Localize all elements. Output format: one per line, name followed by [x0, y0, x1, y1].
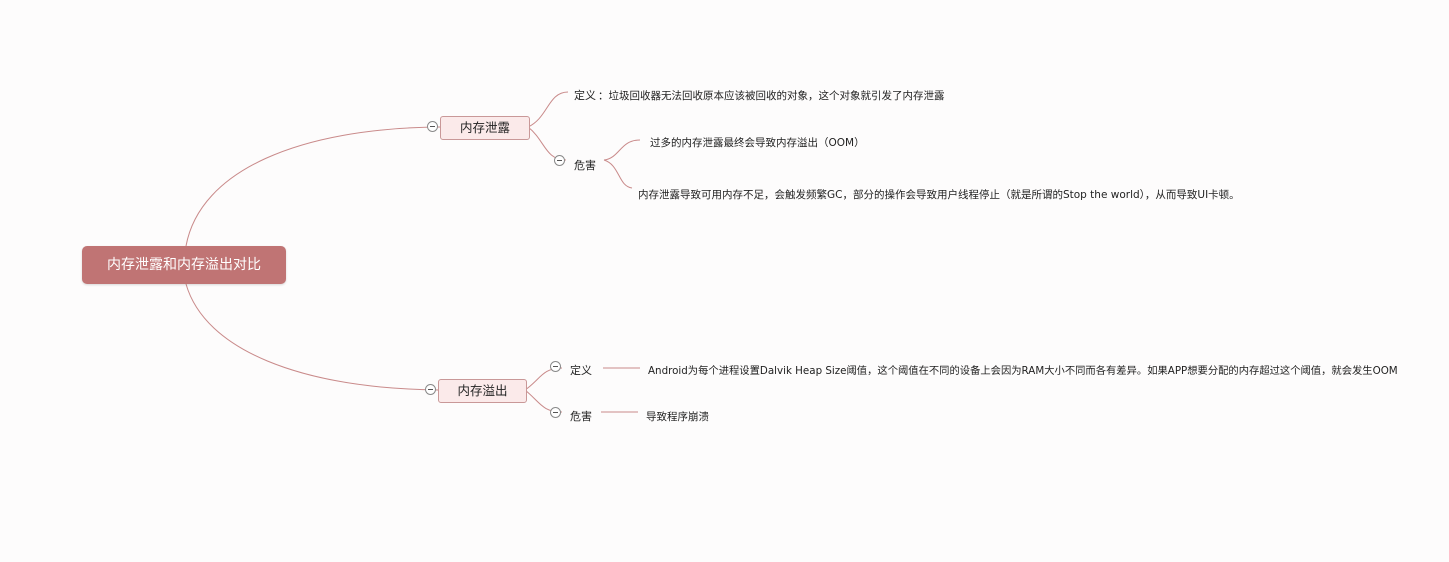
- connector-leak-harm-to-leaf-1: [603, 139, 641, 161]
- collapse-overflow-definition-icon[interactable]: [550, 361, 561, 372]
- collapse-leak-icon[interactable]: [427, 121, 438, 132]
- overflow-definition-label[interactable]: 定义: [570, 364, 592, 377]
- leak-harm-label[interactable]: 危害: [574, 159, 596, 172]
- leak-harm-text-2[interactable]: 内存泄露导致可用内存不足，会触发频繁GC，部分的操作会导致用户线程停止（就是所谓…: [638, 189, 1240, 201]
- connector-root-to-overflow: [185, 283, 439, 391]
- branch-memory-overflow[interactable]: 内存溢出: [438, 379, 527, 403]
- branch-memory-leak[interactable]: 内存泄露: [440, 116, 530, 140]
- collapse-leak-harm-icon[interactable]: [554, 155, 565, 166]
- collapse-overflow-icon[interactable]: [425, 384, 436, 395]
- connector-leak-to-definition: [527, 91, 569, 128]
- connector-root-to-leak: [185, 126, 441, 247]
- leak-definition-label[interactable]: 定义: [574, 89, 596, 102]
- collapse-overflow-harm-icon[interactable]: [550, 407, 561, 418]
- leak-definition-text[interactable]: ：垃圾回收器无法回收原本应该被回收的对象，这个对象就引发了内存泄露: [598, 90, 945, 102]
- overflow-harm-label[interactable]: 危害: [570, 410, 592, 423]
- connector-leak-harm-to-leaf-2: [603, 159, 633, 189]
- overflow-harm-text[interactable]: 导致程序崩溃: [646, 411, 709, 423]
- root-topic[interactable]: 内存泄露和内存溢出对比: [82, 246, 286, 284]
- leak-harm-text-1[interactable]: 过多的内存泄露最终会导致内存溢出（OOM）: [650, 137, 865, 149]
- overflow-definition-text[interactable]: Android为每个进程设置Dalvik Heap Size阈值，这个阈值在不同…: [648, 365, 1398, 377]
